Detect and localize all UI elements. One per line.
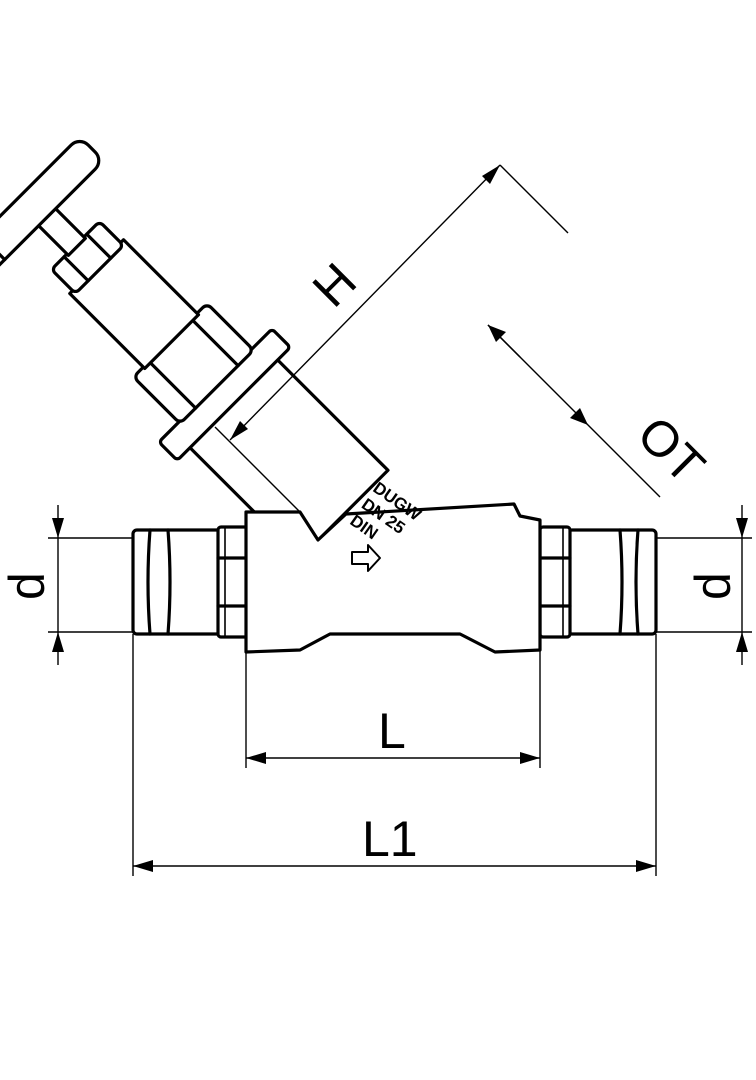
dimension-d-left: d bbox=[0, 505, 133, 665]
dimension-h-label: H bbox=[302, 252, 367, 317]
flow-arrow-icon bbox=[351, 544, 381, 572]
right-press-fitting bbox=[538, 525, 658, 639]
dimension-d-right-label: d bbox=[685, 572, 741, 600]
dimension-l1-label: L1 bbox=[362, 811, 418, 867]
dimension-l-label: L bbox=[378, 703, 406, 759]
dimension-l1: L1 bbox=[132, 634, 657, 876]
dimension-ot: OT bbox=[487, 324, 716, 498]
bonnet-assembly bbox=[0, 139, 390, 560]
dimension-l: L bbox=[245, 650, 541, 768]
dimension-d-left-label: d bbox=[0, 572, 55, 600]
dimension-d-right: d bbox=[656, 505, 752, 665]
dimension-ot-label: OT bbox=[627, 406, 716, 495]
left-press-fitting bbox=[131, 525, 250, 639]
valve-body bbox=[244, 502, 542, 654]
